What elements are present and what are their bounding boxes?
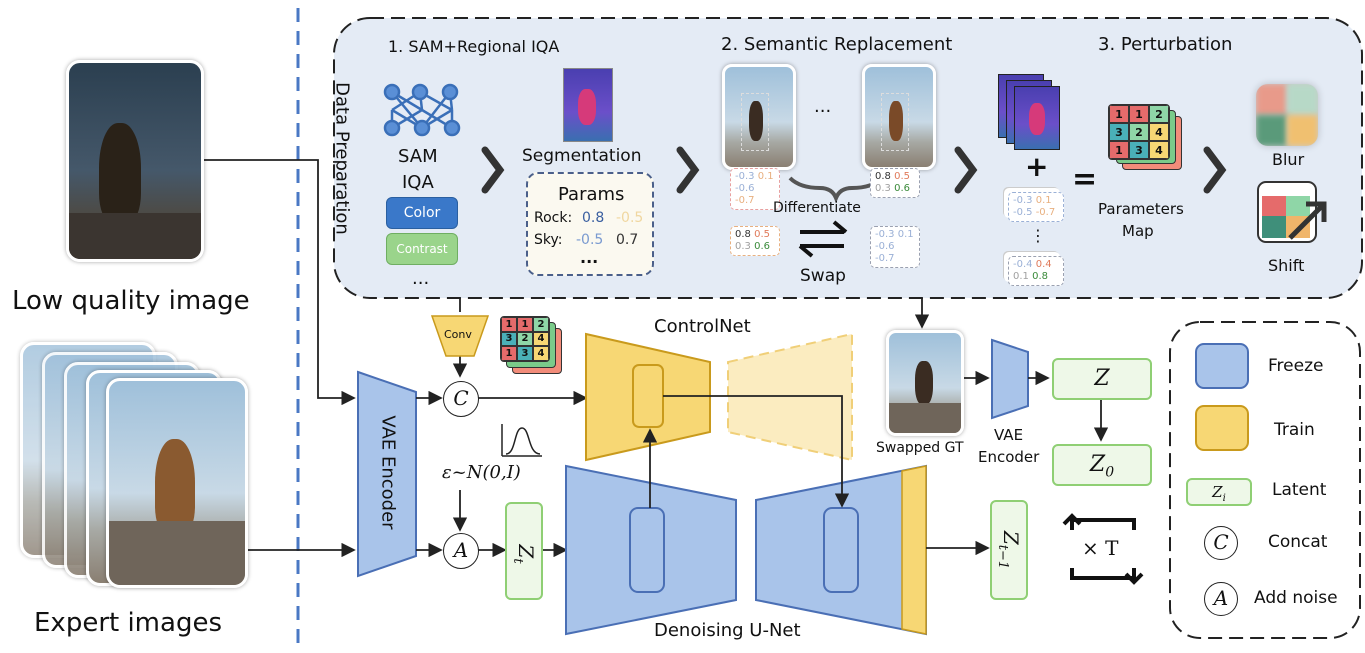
params-row-sky-v1: -0.5	[576, 232, 604, 248]
zt1-latent: Zt−1	[990, 500, 1028, 600]
differentiate-label: Differentiate	[773, 200, 861, 216]
expert-image	[106, 378, 248, 588]
swapped-gt-label: Swapped GT	[876, 440, 964, 456]
legend-train-swatch	[1195, 405, 1249, 451]
segmentation-label: Segmentation	[522, 146, 642, 166]
replacement-image-1	[722, 64, 796, 170]
legend-latent-swatch: Zi	[1186, 478, 1252, 506]
params-row-rock-name: Rock:	[534, 210, 573, 226]
unet-train-strip	[901, 465, 927, 635]
stack-box-a: -0.3 0.1 -0.5 -0.7	[1008, 192, 1064, 222]
stack-ellipsis: ⋮	[1030, 226, 1046, 245]
params-row-sky-name: Sky:	[534, 232, 563, 248]
arch-params-grid: 1 1 2 3 2 4 1 3 4	[500, 316, 550, 362]
blur-label: Blur	[1272, 150, 1305, 169]
chevron-icon	[1203, 146, 1227, 194]
contrast-button: Contrast	[386, 233, 458, 265]
step2-title: 2. Semantic Replacement	[721, 34, 953, 55]
low-quality-label: Low quality image	[12, 286, 250, 316]
data-prep-side-label: Data Preparation	[331, 82, 353, 235]
params-row-rock-v2: -0.5	[616, 210, 644, 226]
gaussian-icon	[501, 424, 542, 457]
legend-freeze-label: Freeze	[1268, 356, 1324, 376]
loop-icon	[1062, 513, 1144, 585]
params-map-grid: 1 1 2 3 2 4 1 3 4	[1108, 104, 1170, 160]
controlnet-label: ControlNet	[654, 316, 751, 337]
param-box-b: 0.8 0.5 0.3 0.6	[870, 168, 920, 198]
times-t-label: × T	[1082, 536, 1119, 560]
sam-label: SAM	[398, 146, 438, 167]
conv-block	[430, 315, 490, 357]
color-button: Color	[386, 197, 458, 229]
segmentation-thumb	[563, 68, 613, 142]
shift-icon	[1257, 181, 1327, 243]
chevron-icon	[481, 146, 505, 194]
param-box-a: -0.3 0.1 -0.6 -0.7	[730, 168, 780, 210]
equals-sign: =	[1072, 162, 1098, 197]
small-vae-label-2: Encoder	[978, 448, 1040, 466]
swap-label: Swap	[800, 266, 846, 286]
chevron-icon	[954, 146, 978, 194]
swap-icon	[798, 220, 848, 258]
param-box-c: 0.8 0.5 0.3 0.6	[730, 226, 780, 256]
unet-label: Denoising U-Net	[654, 620, 801, 641]
step3-title: 3. Perturbation	[1098, 34, 1233, 55]
low-quality-image	[66, 60, 204, 262]
legend-train-label: Train	[1274, 420, 1315, 440]
seg-stack-3	[1014, 86, 1060, 150]
brace-icon	[788, 176, 884, 204]
iqa-label: IQA	[402, 172, 434, 193]
shift-label: Shift	[1268, 256, 1305, 275]
param-box-d: -0.3 0.1 -0.6 -0.7	[870, 226, 920, 268]
iqa-more: ...	[412, 268, 430, 289]
vae-encoder-block	[357, 370, 417, 578]
legend-concat-label: Concat	[1268, 532, 1328, 552]
legend-latent-label: Latent	[1272, 480, 1327, 500]
params-row-sky-v2: 0.7	[616, 232, 639, 248]
legend-add-node: A	[1204, 582, 1238, 616]
blur-icon	[1256, 84, 1318, 146]
plus-sign: +	[1025, 150, 1049, 183]
params-box: Params Rock: 0.8 -0.5 Sky: -0.5 0.7 ...	[526, 172, 654, 276]
expert-label: Expert images	[34, 608, 222, 638]
conv-label: Conv	[444, 328, 472, 341]
params-more: ...	[580, 248, 599, 267]
add-noise-node: A	[443, 533, 479, 569]
noise-label: ε~N(0,I)	[442, 462, 521, 483]
params-row-rock-v1: 0.8	[582, 210, 605, 226]
params-map-label-2: Map	[1122, 222, 1154, 240]
legend-concat-node: C	[1204, 526, 1238, 560]
zt-latent: Zt	[505, 502, 543, 600]
swapped-gt-image	[886, 330, 964, 436]
legend-add-label: Add noise	[1254, 588, 1338, 608]
params-map-label-1: Parameters	[1098, 200, 1184, 218]
z-latent: Z	[1052, 358, 1152, 400]
replacement-image-2	[862, 64, 936, 170]
legend-freeze-swatch	[1195, 343, 1249, 389]
z0-latent: Z0	[1052, 444, 1152, 486]
vae-encoder-label: VAE Encoder	[377, 415, 399, 530]
params-title: Params	[558, 184, 625, 205]
stack-box-b: -0.4 0.4 0.1 0.8	[1008, 256, 1064, 286]
replacement-ellipsis: ...	[814, 96, 832, 117]
step1-title: 1. SAM+Regional IQA	[388, 37, 560, 56]
concat-node: C	[443, 381, 479, 417]
small-vae-encoder	[991, 338, 1029, 420]
lq-path	[198, 159, 356, 406]
neural-network-icon	[383, 83, 461, 137]
controlnet-ghost	[727, 332, 853, 462]
small-vae-label-1: VAE	[994, 426, 1024, 444]
chevron-icon	[676, 146, 700, 194]
